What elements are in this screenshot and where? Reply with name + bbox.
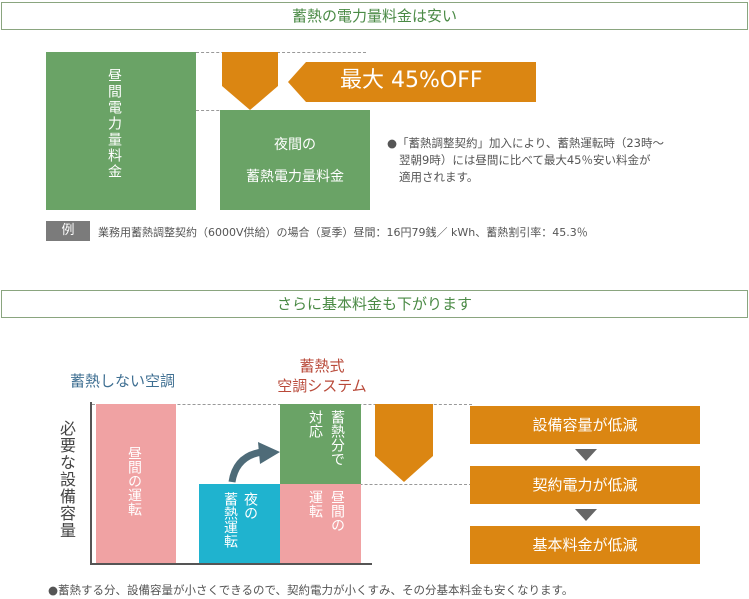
rate-note-line-1: ●「蓄熱調整契約」加入により、蓄熱運転時（23時〜: [387, 136, 664, 150]
y-axis-label: 必要な設備容量: [57, 420, 76, 539]
section-title-top: 蓄熱の電力量料金は安い: [291, 7, 457, 25]
reduced-daytime-label-b: 運転: [307, 490, 323, 518]
night-rate-bar-label-2: 蓄熱電力量料金: [246, 169, 344, 185]
non-storage-system-title: 蓄熱しない空調: [70, 372, 176, 390]
step-capacity-reduced: 設備容量が低減: [470, 406, 700, 444]
example-text: 業務用蓄熱調整契約（6000V供給）の場合（夏季）昼間：16円79銭／ kWh、…: [98, 226, 588, 239]
y-axis: [90, 402, 92, 564]
rate-note-line-3: 適用されます。: [399, 170, 479, 184]
day-rate-bar-label: 昼間電力量料金: [106, 68, 122, 180]
daytime-operation-label: 昼間の運転: [126, 446, 142, 516]
daytime-operation-bar: 昼間の運転: [96, 404, 176, 563]
discount-banner: [288, 62, 536, 102]
step-contract-reduced: 契約電力が低減: [470, 466, 700, 504]
reduced-daytime-bar: 昼間の 運転: [280, 484, 361, 563]
rate-note: ●「蓄熱調整契約」加入により、蓄熱運転時（23時〜 翌朝9時）には昼間に比べて最…: [387, 135, 664, 186]
night-storage-label-b: 蓄熱運転: [222, 492, 238, 548]
down-arrow-icon: [222, 52, 278, 110]
stored-heat-bar: 蓄熱分で 対応: [280, 404, 361, 484]
section-title-bottom: さらに基本料金も下がります: [276, 295, 472, 313]
reduction-arrow-icon: [375, 404, 433, 482]
dashed-guide-top: [196, 52, 366, 53]
night-storage-bar: 夜の 蓄熱運転: [199, 484, 280, 563]
night-storage-label-a: 夜の: [242, 492, 258, 520]
reduced-daytime-label-a: 昼間の: [329, 490, 345, 532]
storage-system-title-1: 蓄熱式: [299, 357, 345, 375]
stored-heat-label-b: 対応: [307, 410, 323, 438]
step-arrow-icon-1: [575, 449, 597, 461]
example-tag: 例: [46, 221, 90, 241]
storage-system-title: 蓄熱式 空調システム: [262, 356, 382, 396]
step-arrow-icon-2: [575, 509, 597, 521]
rate-note-line-2: 翌朝9時）には昼間に比べて最大45％安い料金が: [399, 153, 651, 167]
discount-label: 最大 45%OFF: [340, 68, 483, 93]
night-rate-bar: 夜間の 蓄熱電力量料金: [220, 110, 370, 210]
day-rate-bar: 昼間電力量料金: [46, 52, 196, 210]
footnote: ●蓄熱する分、設備容量が小さくできるので、契約電力が小くすみ、その分基本料金も安…: [48, 583, 574, 597]
night-rate-bar-label-1: 夜間の: [274, 137, 316, 153]
curved-arrow-icon: [228, 442, 280, 483]
section-header-bottom: さらに基本料金も下がります: [1, 290, 748, 318]
step-base-fee-reduced: 基本料金が低減: [470, 526, 700, 564]
section-header-top: 蓄熱の電力量料金は安い: [1, 2, 748, 30]
storage-system-title-2: 空調システム: [277, 377, 367, 395]
stored-heat-label-a: 蓄熱分で: [329, 410, 345, 466]
dashed-guide-reduced: [280, 484, 472, 485]
x-axis: [90, 563, 372, 565]
